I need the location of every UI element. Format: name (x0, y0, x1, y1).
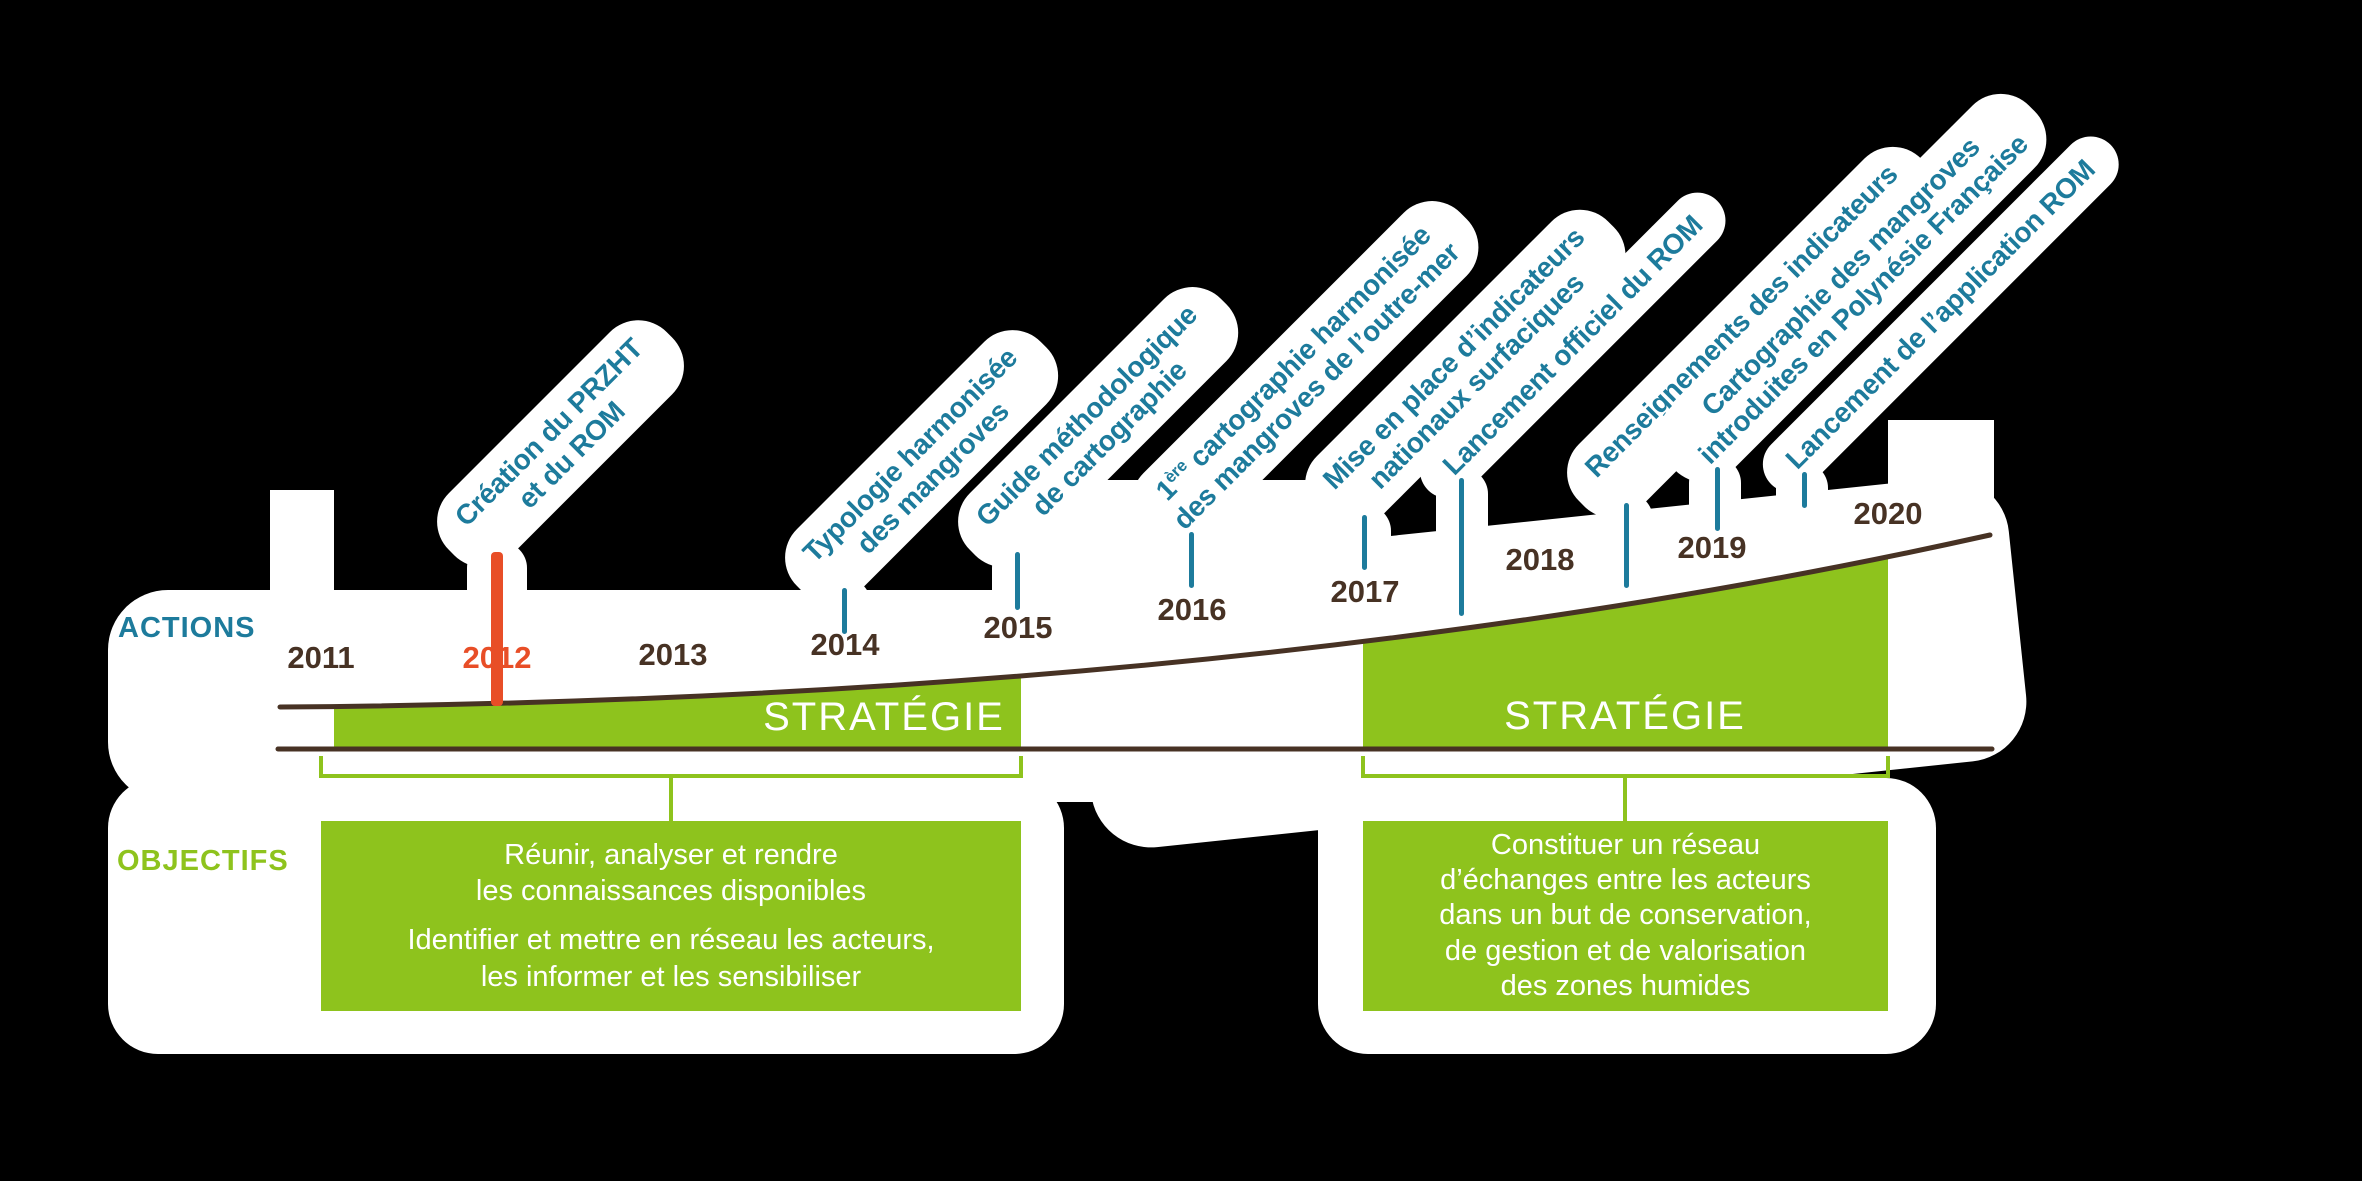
band-mask-right (1888, 420, 1994, 748)
bracket-left (319, 756, 1023, 778)
objective-line: Identifier et mettre en réseau les acteu… (407, 924, 935, 956)
year-2019: 2019 (1677, 530, 1747, 565)
strategy-label-right: STRATÉGIE (1504, 694, 1746, 738)
objective-line: d’échanges entre les acteurs (1440, 863, 1811, 896)
timeline-curve (277, 532, 1993, 710)
event-tick-application-rom (1802, 472, 1807, 508)
objective-line: dans un but de conservation, (1439, 899, 1812, 932)
objective-line: des zones humides (1500, 970, 1751, 1003)
event-tick-renseignements-indicateurs (1624, 503, 1629, 588)
event-tick-typologie-harmonisee (842, 588, 847, 634)
year-2015: 2015 (983, 610, 1053, 645)
year-2011: 2011 (287, 640, 355, 675)
event-tick-indicateurs-surfaciques (1362, 515, 1367, 570)
year-2013: 2013 (638, 637, 708, 672)
objective-paragraph: Réunir, analyser et rendre les connaissa… (321, 837, 1021, 910)
objective-line: de gestion et de valorisation (1444, 934, 1807, 967)
objective-paragraph: Constituer un réseau d’échanges entre le… (1363, 828, 1888, 1005)
year-2012: 2012 (462, 640, 532, 675)
event-tick-lancement-officiel (1459, 478, 1464, 616)
event-tick-guide-methodologique (1015, 552, 1020, 610)
event-tick-cartographie-polynesie (1715, 467, 1720, 531)
year-2016: 2016 (1157, 592, 1227, 627)
objective-paragraph: Identifier et mettre en réseau les acteu… (321, 922, 1021, 995)
year-2018: 2018 (1505, 542, 1575, 577)
year-2014: 2014 (810, 627, 880, 662)
objective-line: les connaissances disponibles (475, 875, 867, 908)
objectifs-row-label: OBJECTIFS (117, 845, 289, 877)
year-2017: 2017 (1330, 574, 1400, 609)
objective-line: Constituer un réseau (1490, 828, 1761, 861)
actions-row-label: ACTIONS (118, 612, 256, 644)
objective-box-left: Réunir, analyser et rendre les connaissa… (321, 821, 1021, 1011)
objective-line: Réunir, analyser et rendre (504, 838, 838, 871)
strategy-band-fill (280, 535, 1990, 748)
event-tick-creation-przht-rom (491, 552, 503, 706)
event-tick-premiere-cartographie (1189, 532, 1194, 588)
bracket-right (1361, 756, 1890, 778)
objective-line: les informer et les sensibiliser (480, 960, 862, 993)
objective-box-right: Constituer un réseau d’échanges entre le… (1363, 821, 1888, 1011)
strategy-label-left: STRATÉGIE (763, 695, 1005, 739)
year-2020: 2020 (1853, 496, 1923, 531)
